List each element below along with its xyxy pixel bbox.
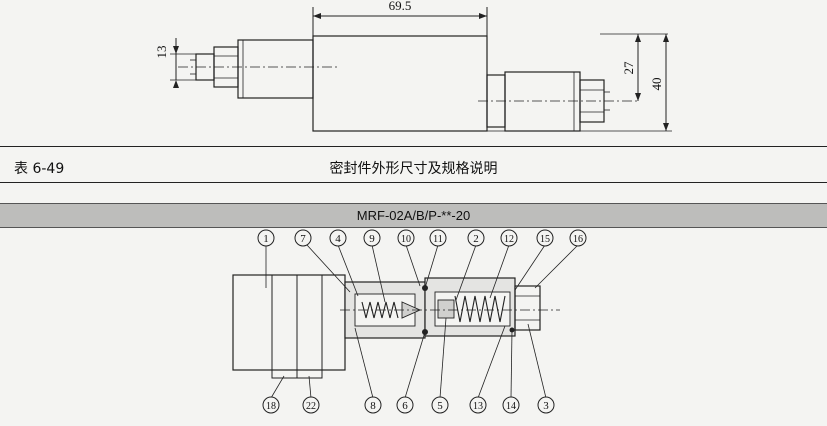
svg-text:7: 7 (300, 233, 306, 245)
dimension-right-pin: 27 (621, 61, 636, 75)
callout-bottom-5: 5 (431, 396, 449, 414)
callout-top-9: 9 (363, 229, 381, 247)
table-top-rule (0, 182, 827, 183)
dimension-left-pin: 13 (154, 46, 169, 59)
outline-drawing: 69.5 13 (154, 0, 672, 132)
model-label: MRF-02A/B/P-**-20 (356, 208, 471, 223)
callout-top-1: 1 (257, 229, 275, 247)
callout-top-15: 15 (536, 229, 554, 247)
svg-text:22: 22 (306, 401, 316, 412)
svg-text:18: 18 (266, 401, 276, 412)
svg-text:2: 2 (473, 233, 479, 245)
callout-bottom-8: 8 (364, 396, 382, 414)
svg-text:3: 3 (543, 400, 549, 412)
callout-top-4: 4 (329, 229, 347, 247)
table-caption: 表 6-49 密封件外形尺寸及规格说明 (0, 152, 827, 177)
svg-text:10: 10 (401, 234, 411, 245)
callout-bottom-18: 18 (262, 396, 280, 414)
svg-text:1: 1 (263, 233, 269, 245)
dimension-length: 69.5 (389, 0, 412, 13)
callout-top-16: 16 (569, 229, 587, 247)
svg-text:6: 6 (402, 400, 408, 412)
model-header: MRF-02A/B/P-**-20 (0, 203, 827, 228)
svg-text:4: 4 (335, 233, 341, 245)
svg-text:8: 8 (370, 400, 376, 412)
callout-bottom-22: 22 (302, 396, 320, 414)
table-number: 表 6-49 (14, 161, 65, 177)
svg-text:11: 11 (433, 234, 443, 245)
svg-text:9: 9 (369, 233, 375, 245)
svg-text:13: 13 (473, 401, 483, 412)
callout-bottom-14: 14 (502, 396, 520, 414)
svg-text:15: 15 (540, 234, 550, 245)
callout-top-12: 12 (500, 229, 518, 247)
section-divider (0, 146, 827, 147)
callout-bottom-3: 3 (537, 396, 555, 414)
callout-top-11: 11 (429, 229, 447, 247)
callout-bottom-13: 13 (469, 396, 487, 414)
section-drawing: 1 7 4 9 10 11 2 12 15 16 18 22 8 6 5 13 … (232, 229, 587, 414)
svg-text:12: 12 (504, 234, 514, 245)
callout-top-10: 10 (397, 229, 415, 247)
callout-bottom-6: 6 (396, 396, 414, 414)
svg-text:16: 16 (573, 234, 583, 245)
table-title: 密封件外形尺寸及规格说明 (329, 161, 498, 177)
callout-top-7: 7 (294, 229, 312, 247)
callout-top-2: 2 (467, 229, 485, 247)
svg-text:5: 5 (437, 400, 443, 412)
dimension-height: 40 (649, 78, 664, 91)
svg-text:14: 14 (506, 401, 516, 412)
